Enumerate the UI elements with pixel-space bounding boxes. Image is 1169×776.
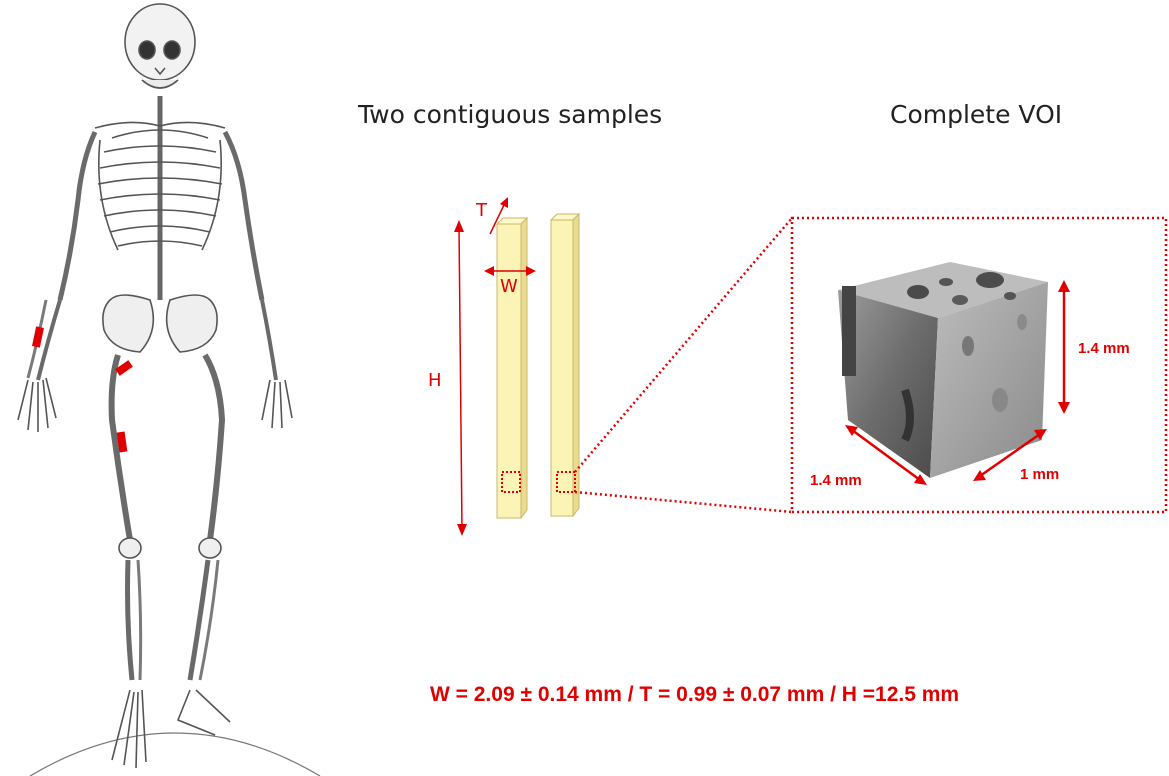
skeleton-illustration [18,4,320,776]
radius-sample-marker [32,326,44,347]
voi-title: Complete VOI [890,100,1062,129]
voi-height-label: 1.4 mm [1078,340,1130,357]
height-label: H [428,370,442,391]
voi-height-arrow [1058,280,1070,414]
voi-width-label: 1.4 mm [810,472,862,489]
zoom-line-bottom [575,492,792,512]
voi-depth-label: 1 mm [1020,466,1059,483]
width-label: W [500,276,518,297]
voi-cube [838,262,1048,478]
samples-title: Two contiguous samples [358,100,662,129]
height-arrow [454,220,467,536]
dimensions-formula: W = 2.09 ± 0.14 mm / T = 0.99 ± 0.07 mm … [430,683,959,707]
zoom-line-top [575,218,792,472]
thickness-label: T [476,200,487,221]
